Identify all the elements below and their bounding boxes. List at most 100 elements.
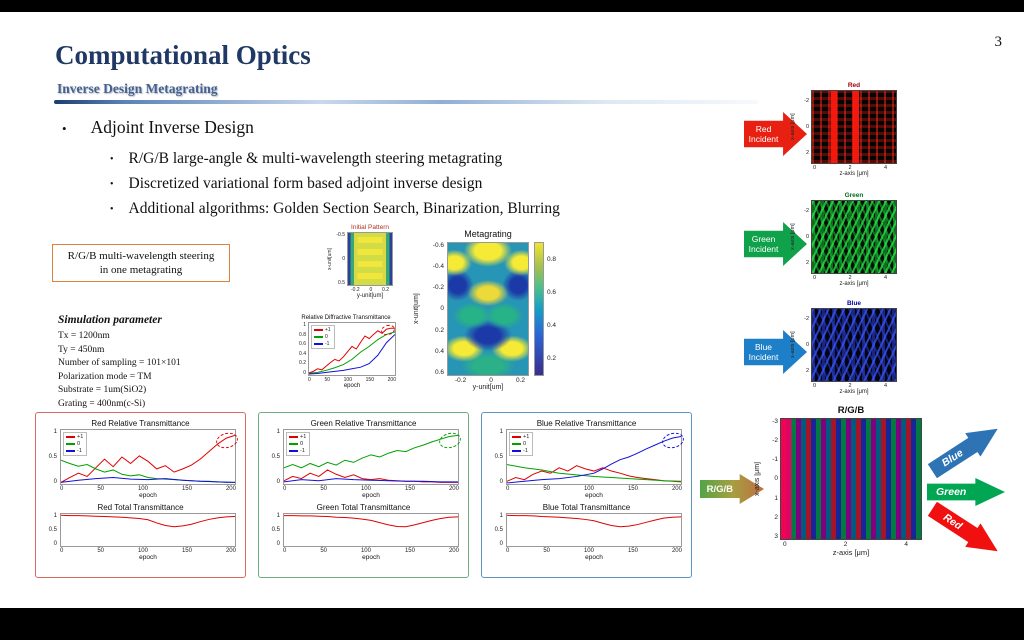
y-axis-label: x-axis [μm] xyxy=(790,113,796,141)
colorbar xyxy=(534,242,544,376)
tick-label: 200 xyxy=(671,548,682,554)
chart-canvas xyxy=(61,514,235,546)
tick-label: 150 xyxy=(404,548,415,554)
plot-area xyxy=(283,513,459,547)
tick-label: 1 xyxy=(774,494,778,502)
tick-label: 4 xyxy=(904,541,908,548)
bullet-sub-text: R/G/B large-angle & multi-wavelength ste… xyxy=(128,150,503,167)
legend-label: 0 xyxy=(523,441,527,447)
tick-label: 150 xyxy=(181,486,192,492)
tick-label: 0 xyxy=(489,377,493,384)
bullet-sub-item: •Discretized variational form based adjo… xyxy=(110,175,560,195)
tick-label: 0.2 xyxy=(547,355,557,362)
y-axis-label: x-axis [μm] xyxy=(754,462,761,496)
bullet-sub-text: Additional algorithms: Golden Section Se… xyxy=(128,200,560,217)
slide: 3 Computational Optics Inverse Design Me… xyxy=(0,12,1024,608)
series-total xyxy=(507,515,681,527)
chart-title: Green Total Transmittance xyxy=(316,503,411,512)
tick-label: 0.2 xyxy=(299,360,306,367)
tick-label: 0 xyxy=(283,486,287,492)
tick-label: -2 xyxy=(804,316,809,322)
bullet-marker: • xyxy=(110,154,114,165)
tick-label: 2 xyxy=(805,368,809,374)
chart-legend: +1 0 -1 xyxy=(63,432,88,456)
tick-label: 0.2 xyxy=(434,326,444,334)
tick-label: 2 xyxy=(848,275,852,281)
x-axis-label: epoch xyxy=(585,554,603,561)
legend-line xyxy=(289,436,298,438)
tick-label: 0.6 xyxy=(434,368,444,376)
field-plot-title: R/G/B xyxy=(837,405,865,416)
legend-label: +1 xyxy=(77,434,84,440)
tick-label: 2 xyxy=(774,513,778,521)
y-axis-label: x-unit[um] xyxy=(413,293,420,325)
tick-label: 100 xyxy=(360,548,371,554)
callout-line: in one metagrating xyxy=(99,264,183,276)
series-zero xyxy=(284,435,458,467)
tick-label: 0 xyxy=(506,486,510,492)
tick-label: 2 xyxy=(843,541,848,548)
arrow-label: Green xyxy=(936,486,967,498)
bullet-main-text: Adjoint Inverse Design xyxy=(90,117,254,137)
chart-title: Blue Relative Transmittance xyxy=(536,419,637,428)
tick-label: 0 xyxy=(440,305,444,313)
tick-label: 0 xyxy=(774,475,778,483)
tick-label: 50 xyxy=(320,486,327,492)
legend-label: -1 xyxy=(300,448,305,454)
page-number: 3 xyxy=(994,34,1003,50)
figure-title: Initial Pattern xyxy=(351,224,389,231)
plot-area xyxy=(60,513,236,547)
tick-label: -0.2 xyxy=(351,287,360,293)
tick-label: -2 xyxy=(772,437,778,445)
chart-title: Red Total Transmittance xyxy=(97,503,184,512)
field-plot-title: Blue xyxy=(846,300,862,307)
x-axis-label: z-axis [μm] xyxy=(839,281,869,287)
legend-line xyxy=(66,436,75,438)
y-axis-label: x-axis [μm] xyxy=(790,331,796,359)
series-minus1 xyxy=(61,478,235,483)
tick-label: 150 xyxy=(404,486,415,492)
legend-line xyxy=(512,443,521,445)
legend-entry: +1 xyxy=(66,434,83,440)
tick-label: 0.5 xyxy=(338,280,345,286)
chart-title: Relative Diffractive Transmittance xyxy=(301,315,391,321)
chart-canvas xyxy=(309,323,395,375)
tick-label: 0 xyxy=(53,479,57,485)
tick-label: 150 xyxy=(627,486,638,492)
tick-label: 0 xyxy=(805,124,809,130)
initial-pattern-heatmap xyxy=(347,232,393,286)
field-plot-title: Red xyxy=(847,82,861,89)
tick-label: 2 xyxy=(805,260,809,266)
tick-label: 1 xyxy=(499,513,503,519)
rgb-field-image xyxy=(780,418,922,540)
legend-label: -1 xyxy=(523,448,528,454)
series-total xyxy=(284,516,458,527)
plot-area xyxy=(506,513,682,547)
legend-label: +1 xyxy=(523,434,530,440)
x-axis-label: epoch xyxy=(362,492,380,499)
x-axis-label: z-axis [μm] xyxy=(839,171,869,177)
tick-label: -0.6 xyxy=(432,242,444,249)
tick-label: 150 xyxy=(365,377,374,383)
green-field-image xyxy=(811,200,897,274)
blue-field-image xyxy=(811,308,897,382)
tick-label: 0 xyxy=(783,541,787,548)
tick-label: 0.8 xyxy=(547,256,557,263)
legend-entry: +1 xyxy=(289,434,306,440)
x-axis-label: epoch xyxy=(585,492,603,499)
